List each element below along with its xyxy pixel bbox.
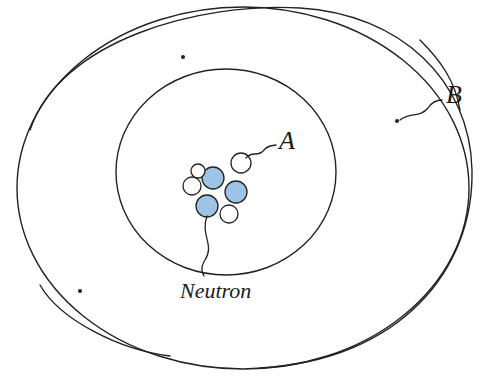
proton <box>191 164 205 178</box>
neutron <box>225 181 247 203</box>
leader-line <box>246 145 276 158</box>
shell-stroke <box>40 285 170 356</box>
proton <box>183 177 201 195</box>
electron-dot <box>78 289 82 293</box>
neutron <box>196 195 218 217</box>
leader-line <box>202 216 209 276</box>
proton <box>220 205 238 223</box>
callout-label: A <box>279 128 295 154</box>
leader-line <box>400 100 442 120</box>
callout-label: Neutron <box>180 280 251 302</box>
callout-label: B <box>446 82 462 108</box>
outer-shell-stroke <box>30 7 472 368</box>
inner-shell <box>116 69 336 275</box>
electron-dot <box>395 119 399 123</box>
electron-dot <box>181 55 185 59</box>
